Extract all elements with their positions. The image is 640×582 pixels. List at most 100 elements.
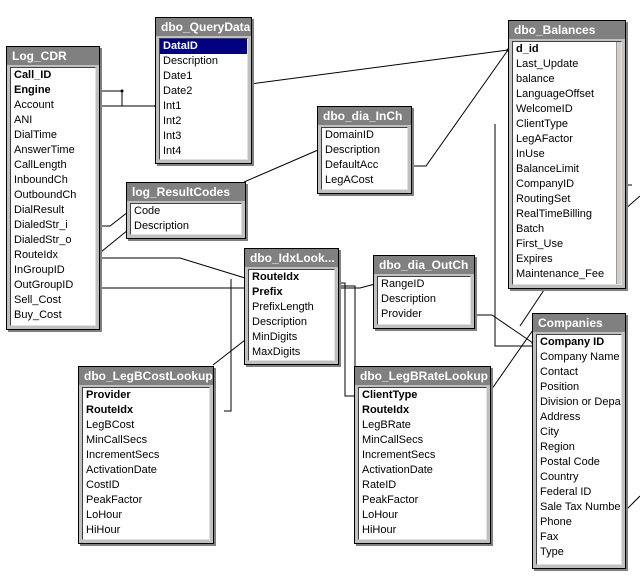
field-row[interactable]: MinDigits (252, 331, 298, 343)
table-title[interactable]: dbo_Balances (509, 21, 625, 39)
table-title[interactable]: dbo_dia_InCh (318, 107, 411, 125)
field-row[interactable]: DialTime (14, 129, 57, 141)
field-row[interactable]: Description (381, 293, 437, 305)
field-row[interactable]: MinCallSecs (86, 434, 148, 446)
field-row[interactable]: Contact (540, 366, 578, 378)
field-row[interactable]: LegAFactor (516, 133, 573, 145)
field-row[interactable]: Country (540, 471, 579, 483)
table-title[interactable]: Log_CDR (7, 47, 99, 65)
field-row[interactable]: BalanceLimit (516, 163, 579, 175)
field-row[interactable]: Batch (516, 223, 545, 235)
field-row[interactable]: Postal Code (540, 456, 600, 468)
table-title[interactable]: dbo_LegBRateLookup (355, 367, 490, 385)
table-title[interactable]: dbo_LegBCostLookup (79, 367, 213, 385)
table-title[interactable]: log_ResultCodes (127, 183, 245, 201)
field-row[interactable]: d_id (516, 43, 539, 55)
field-row[interactable]: CostID (86, 479, 120, 491)
field-row[interactable]: HiHour (362, 524, 397, 536)
field-row[interactable]: Int3 (163, 130, 182, 142)
field-row[interactable]: LegBRate (362, 419, 411, 431)
field-row[interactable]: Engine (14, 84, 51, 96)
field-row[interactable]: IncrementSecs (86, 449, 160, 461)
field-row[interactable]: Prefix (252, 286, 283, 298)
field-row[interactable]: Description (252, 316, 308, 328)
field-row[interactable]: RangeID (381, 278, 425, 290)
field-row[interactable]: HiHour (86, 524, 121, 536)
field-row[interactable]: Description (163, 55, 219, 67)
field-row[interactable]: Type (540, 546, 564, 558)
field-row[interactable]: Code (134, 205, 161, 217)
field-row[interactable]: OutGroupID (14, 279, 74, 291)
field-row[interactable]: AnswerTime (14, 144, 75, 156)
field-row[interactable]: Int4 (163, 145, 182, 157)
field-row[interactable]: Date1 (163, 70, 193, 82)
field-row[interactable]: RouteIdx (362, 404, 410, 416)
field-row[interactable]: RouteIdx (86, 404, 134, 416)
field-row[interactable]: LegBCost (86, 419, 135, 431)
table-title[interactable]: dbo_dia_OutCh (374, 256, 474, 274)
field-row[interactable]: City (540, 426, 559, 438)
field-row[interactable]: RealTimeBilling (516, 208, 593, 220)
field-row[interactable]: DialedStr_o (14, 234, 72, 246)
field-row[interactable]: Division or Depart (540, 396, 622, 408)
field-row[interactable]: Sell_Cost (14, 294, 62, 306)
field-row[interactable]: Description (134, 220, 190, 232)
field-row[interactable]: ANI (14, 114, 33, 126)
field-row[interactable]: Address (540, 411, 581, 423)
field-row[interactable]: Date2 (163, 85, 193, 97)
field-row[interactable]: DefaultAcc (325, 159, 379, 171)
field-row[interactable]: IncrementSecs (362, 449, 436, 461)
field-row[interactable]: Company ID (540, 336, 605, 348)
field-row[interactable]: Last_Update (516, 58, 579, 70)
field-row[interactable]: Call_ID (14, 69, 52, 81)
field-row[interactable]: Int2 (163, 115, 182, 127)
field-row[interactable]: DataID (160, 39, 247, 54)
field-row[interactable]: balance (516, 73, 555, 85)
field-row[interactable]: RouteIdx (252, 271, 300, 283)
field-row[interactable]: CompanyID (516, 178, 575, 190)
field-row[interactable]: WelcomeID (516, 103, 573, 115)
field-row[interactable]: Company Name (540, 351, 620, 363)
field-row[interactable]: ClientType (362, 389, 418, 401)
field-row[interactable]: LegACost (325, 174, 374, 186)
field-row[interactable]: OutboundCh (14, 189, 77, 201)
field-row[interactable]: PeakFactor (362, 494, 419, 506)
field-row[interactable]: LanguageOffset (516, 88, 595, 100)
field-row[interactable]: Maintenance_Fee (516, 268, 605, 280)
field-row[interactable]: Fax (540, 531, 559, 543)
field-row[interactable]: Provider (381, 308, 422, 320)
field-row[interactable]: Phone (540, 516, 572, 528)
field-row[interactable]: PrefixLength (252, 301, 314, 313)
field-row[interactable]: Account (14, 99, 54, 111)
field-row[interactable]: ClientType (516, 118, 568, 130)
field-row[interactable]: DialResult (14, 204, 65, 216)
field-row[interactable]: Buy_Cost (14, 309, 62, 321)
field-row[interactable]: DialedStr_i (14, 219, 68, 231)
scrollbar[interactable] (616, 42, 621, 284)
table-title[interactable]: dbo_IdxLook... (245, 249, 338, 267)
field-row[interactable]: MaxDigits (252, 346, 301, 358)
table-title[interactable]: dbo_QueryData (156, 18, 251, 36)
field-row[interactable]: Expires (516, 253, 553, 265)
field-row[interactable]: MinCallSecs (362, 434, 424, 446)
field-row[interactable]: LoHour (86, 509, 123, 521)
field-row[interactable]: CallLength (14, 159, 67, 171)
field-row[interactable]: InGroupID (14, 264, 65, 276)
field-row[interactable]: ActivationDate (86, 464, 157, 476)
field-row[interactable]: Sale Tax Number (540, 501, 622, 513)
field-row[interactable]: Federal ID (540, 486, 592, 498)
